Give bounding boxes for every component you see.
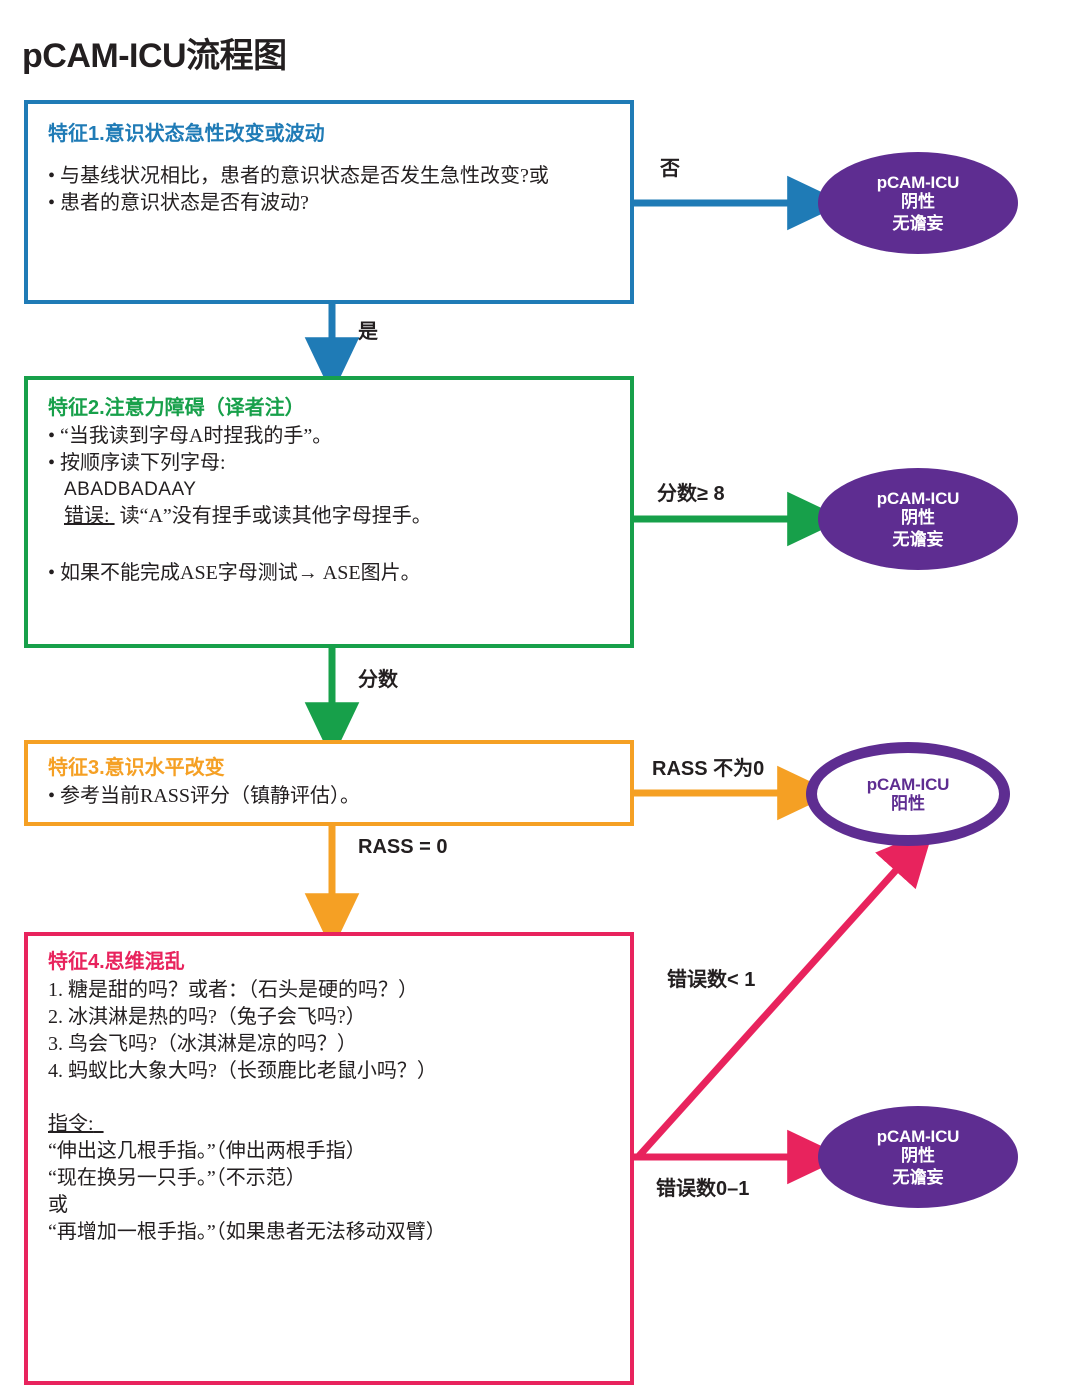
- feature-4-question-3: 3. 鸟会飞吗?（冰淇淋是凉的吗？）: [48, 1033, 357, 1055]
- feature-3-body: • 参考当前RASS评分（镇静评估）。: [48, 783, 610, 810]
- feature-1-box: 特征1.意识状态急性改变或波动 • 与基线状况相比，患者的意识状态是否发生急性改…: [24, 100, 634, 304]
- feature-4-instruction-1: “伸出这几根手指。”（伸出两根手指）: [48, 1140, 366, 1162]
- feature-2-error-line: 错误: 读“A”没有捏手或读其他字母捏手。: [48, 503, 610, 530]
- outcome-negative-2-line1: pCAM-ICU: [876, 488, 960, 508]
- outcome-positive-line1: pCAM-ICU: [866, 774, 950, 794]
- outcome-negative-3-line1: pCAM-ICU: [876, 1126, 960, 1146]
- page-title: pCAM-ICU流程图: [22, 37, 287, 75]
- outcome-negative-3-line3: 无谵妄: [892, 1168, 944, 1188]
- feature-4-body: 1. 糖是甜的吗？或者：（石头是硬的吗？） 2. 冰淇淋是热的吗?（兔子会飞吗?…: [48, 977, 610, 1246]
- feature-2-heading: 特征2.注意力障碍（译者注）: [48, 397, 305, 419]
- outcome-negative-2-line3: 无谵妄: [892, 530, 944, 550]
- outcome-negative-1-line3: 无谵妄: [892, 214, 944, 234]
- feature-3-line-1: • 参考当前RASS评分（镇静评估）。: [48, 785, 361, 807]
- edge-label-errors-lt-1: 错误数< 1: [667, 969, 756, 991]
- feature-2-error-text: 读“A”没有捏手或读其他字母捏手。: [114, 504, 432, 527]
- feature-4-box: 特征4.思维混乱 1. 糖是甜的吗？或者：（石头是硬的吗？） 2. 冰淇淋是热的…: [24, 932, 634, 1385]
- feature-1-body: • 与基线状况相比，患者的意识状态是否发生急性改变?或 • 患者的意识状态是否有…: [48, 149, 610, 217]
- outcome-negative-1: pCAM-ICU 阴性 无谵妄: [818, 152, 1018, 254]
- feature-4-instruction-2: “现在换另一只手。”（不示范）: [48, 1167, 306, 1189]
- feature-4-question-1: 1. 糖是甜的吗？或者：（石头是硬的吗？）: [48, 979, 418, 1001]
- feature-2-box: 特征2.注意力障碍（译者注） • “当我读到字母A时捏我的手”。 • 按顺序读下…: [24, 376, 634, 648]
- feature-4-question-2: 2. 冰淇淋是热的吗?（兔子会飞吗?）: [48, 1006, 366, 1028]
- feature-2-line-2: • 按顺序读下列字母:: [48, 452, 226, 474]
- feature-1-line-1: • 与基线状况相比，患者的意识状态是否发生急性改变?或: [48, 165, 549, 187]
- outcome-negative-1-line2: 阴性: [901, 191, 935, 211]
- outcome-negative-3: pCAM-ICU 阴性 无谵妄: [818, 1106, 1018, 1208]
- edge-label-score-ge-8: 分数≥ 8: [657, 483, 725, 505]
- edge-label-errors-0-1: 错误数0–1: [656, 1178, 750, 1200]
- edge-label-score: 分数: [358, 669, 398, 691]
- edge-label-yes: 是: [358, 321, 378, 343]
- feature-2-line-1: • “当我读到字母A时捏我的手”。: [48, 425, 333, 447]
- outcome-positive-line2: 阳性: [891, 794, 925, 813]
- feature-3-heading: 特征3.意识水平改变: [48, 757, 225, 779]
- outcome-negative-3-line2: 阴性: [901, 1145, 935, 1165]
- edge-label-rass-zero: RASS = 0: [358, 836, 448, 858]
- feature-4-question-4: 4. 蚂蚁比大象大吗?（长颈鹿比老鼠小吗？）: [48, 1060, 437, 1082]
- feature-4-heading: 特征4.思维混乱: [48, 951, 185, 973]
- feature-3-box: 特征3.意识水平改变 • 参考当前RASS评分（镇静评估）。: [24, 740, 634, 826]
- feature-4-instruction-label: 指令:: [48, 1113, 94, 1135]
- feature-2-error-label: 错误:: [64, 504, 110, 527]
- edge-label-rass-not-zero: RASS 不为0: [652, 758, 765, 780]
- outcome-negative-2-line2: 阴性: [901, 507, 935, 527]
- feature-4-instruction-4: “再增加一根手指。”（如果患者无法移动双臂）: [48, 1221, 446, 1243]
- feature-2-letters: ABADBADAAY: [64, 479, 197, 500]
- outcome-negative-2: pCAM-ICU 阴性 无谵妄: [818, 468, 1018, 570]
- feature-2-line-ase: • 如果不能完成ASE字母测试→ ASE图片。: [48, 561, 421, 584]
- feature-1-heading: 特征1.意识状态急性改变或波动: [48, 123, 325, 145]
- feature-1-line-2: • 患者的意识状态是否有波动?: [48, 192, 309, 214]
- feature-2-body: • “当我读到字母A时捏我的手”。 • 按顺序读下列字母: ABADBADAAY…: [48, 423, 610, 587]
- outcome-positive: pCAM-ICU 阳性: [806, 742, 1010, 846]
- edge-label-no: 否: [660, 158, 680, 180]
- feature-4-instruction-3: 或: [48, 1194, 68, 1216]
- outcome-negative-1-line1: pCAM-ICU: [876, 172, 960, 192]
